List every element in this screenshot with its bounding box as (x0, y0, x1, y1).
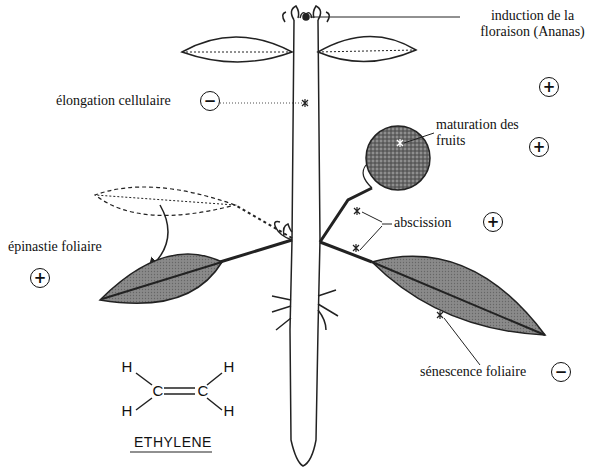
effect-label: maturation des fruits (436, 117, 521, 149)
effect-label: sénescence foliaire (420, 364, 550, 380)
atom-symbol: C (196, 383, 210, 399)
atom-symbol: C (151, 383, 165, 399)
sign-text: + (487, 215, 500, 230)
effect-sign: + (529, 137, 549, 157)
molecule-name: ETHYLENE (128, 434, 218, 450)
sign-text: + (533, 140, 546, 155)
effect-sign: + (539, 77, 559, 97)
atom-symbol: H (222, 403, 236, 419)
effect-label: épinastie foliaire (8, 239, 133, 255)
atom-symbol: H (120, 359, 134, 375)
sign-text: − (204, 94, 217, 109)
sign-text: − (555, 365, 568, 380)
effect-sign: − (200, 91, 220, 111)
effect-label: induction de la floraison (Ananas) (470, 8, 595, 40)
sign-text: + (543, 80, 556, 95)
effect-sign: + (30, 268, 50, 288)
effect-label: abscission (394, 215, 474, 231)
atom-symbol: H (222, 359, 236, 375)
atom-symbol: H (120, 403, 134, 419)
effect-sign: + (483, 212, 503, 232)
sign-text: + (34, 271, 47, 286)
effect-sign: − (551, 362, 571, 382)
effect-label: élongation cellulaire (56, 93, 196, 109)
